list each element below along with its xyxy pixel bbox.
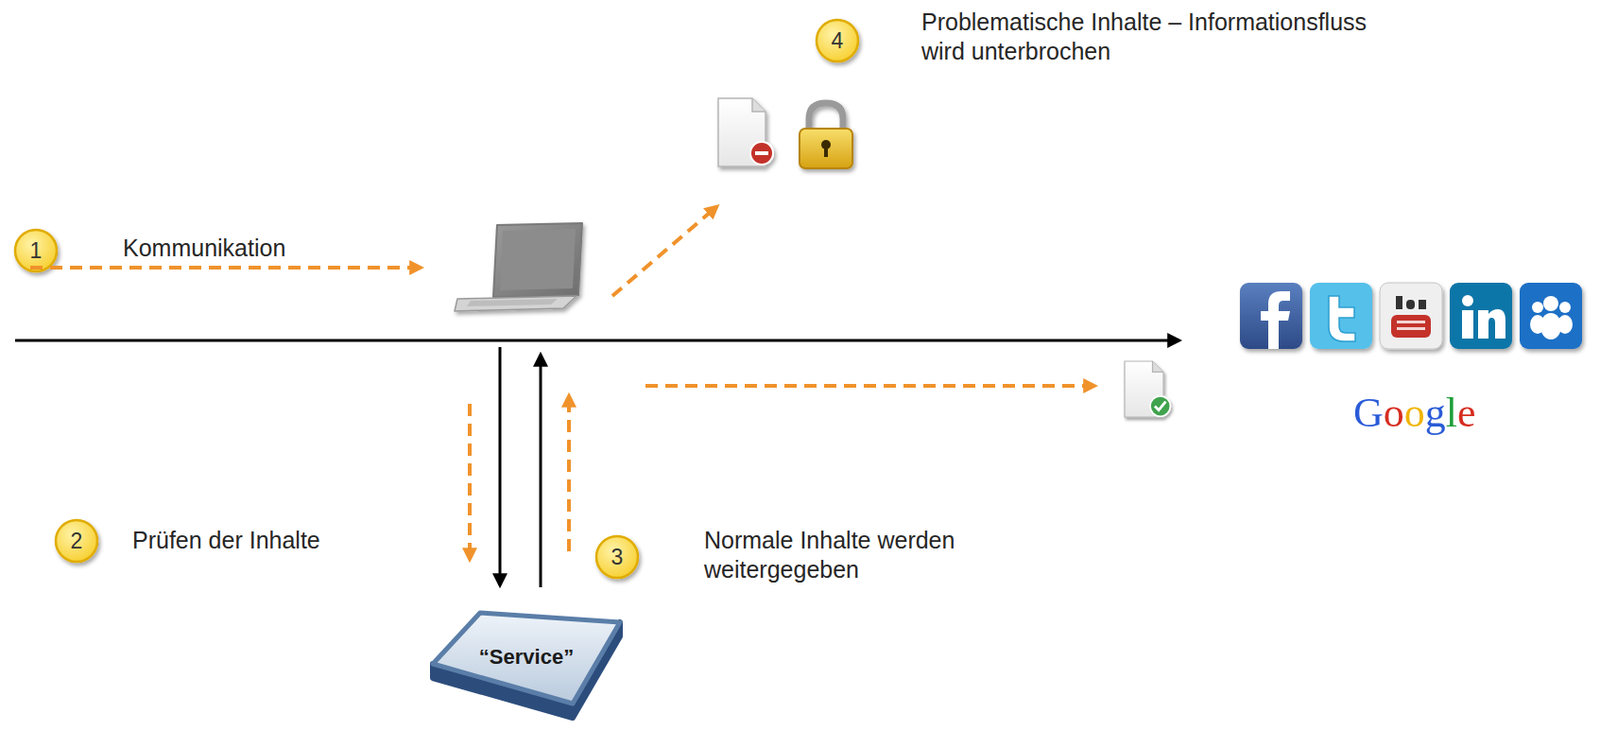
laptop-icon	[454, 223, 583, 311]
callout-circles	[15, 19, 859, 578]
main-line	[15, 339, 1180, 343]
flow-arrows	[30, 206, 1096, 560]
step-text: Kommunikation	[122, 233, 286, 263]
approved-document-icon	[1124, 361, 1170, 417]
callout-number: 1	[15, 236, 57, 265]
linkedin-icon	[1449, 282, 1513, 349]
service-arrows	[499, 346, 541, 587]
callout-number: 2	[55, 526, 98, 555]
node-label: “Service”	[479, 643, 574, 671]
brand-text: Google	[1353, 388, 1477, 438]
facebook-icon	[1239, 282, 1303, 349]
padlock-icon	[799, 103, 853, 169]
callout-number: 3	[596, 542, 638, 571]
step-text: Normale Inhalte werden weitergegeben	[704, 525, 988, 585]
callout-number: 4	[816, 26, 859, 55]
youtube-icon	[1379, 282, 1443, 349]
step-text: Prüfen der Inhalte	[132, 525, 321, 555]
blocked-document-icon	[718, 98, 774, 167]
step-text: Problematische Inhalte – Informationsflu…	[921, 7, 1413, 67]
service-platform: “Service”	[425, 604, 628, 728]
myspace-icon	[1519, 282, 1583, 349]
twitter-icon	[1309, 282, 1373, 349]
